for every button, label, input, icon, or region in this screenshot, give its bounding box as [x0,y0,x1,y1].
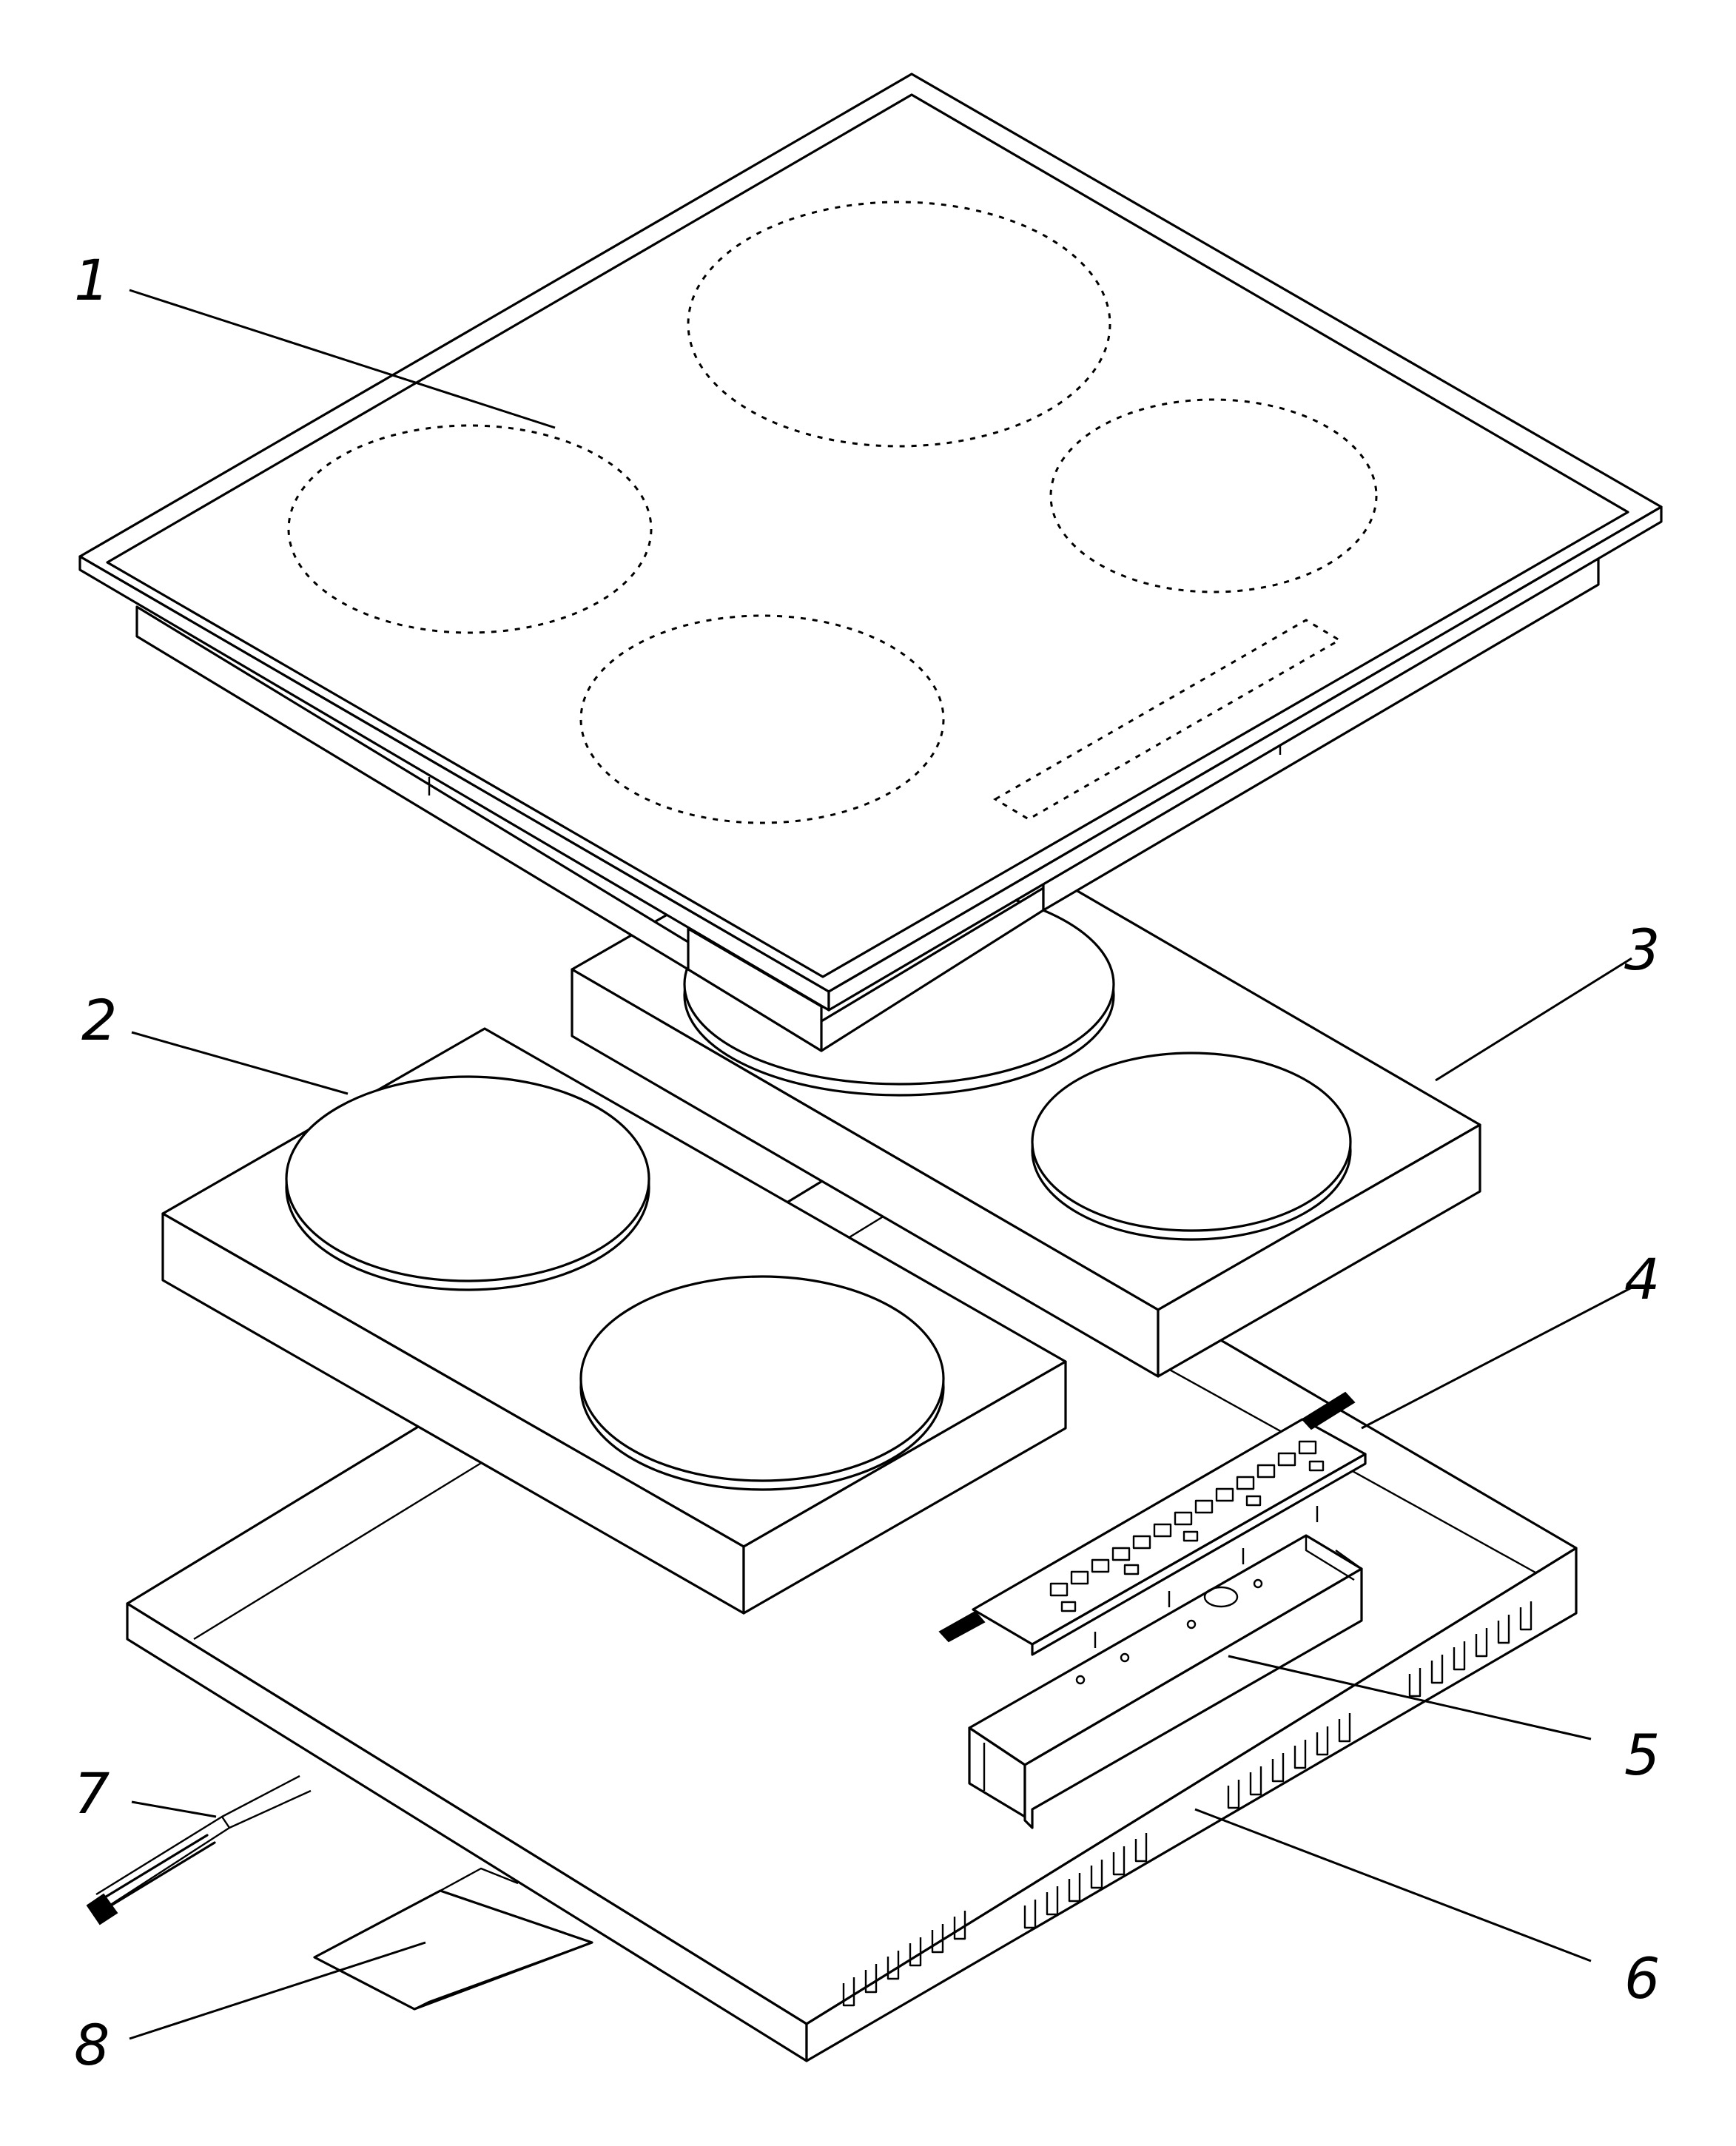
vent-slots [842,1601,1533,2007]
label-7: 7 [74,1760,110,1826]
housing-tray [126,1142,1578,2062]
label-8: 8 [74,2012,110,2078]
leader-lines [129,289,1632,2040]
label-1: 1 [74,247,110,313]
left-heating-module [161,1027,1067,1615]
label-5: 5 [1624,1722,1660,1788]
label-2: 2 [81,987,117,1053]
label-3: 3 [1624,917,1660,983]
power-cable [86,1775,312,1925]
control-board [938,1391,1367,1656]
label-4: 4 [1624,1246,1660,1312]
label-6: 6 [1624,1945,1660,2011]
glass-ceramic-top [78,73,1663,1052]
board-bracket [968,1534,1363,1829]
cable-clamp [313,1867,593,2011]
part-labels: 1 2 3 4 5 6 7 8 [74,247,1660,2078]
